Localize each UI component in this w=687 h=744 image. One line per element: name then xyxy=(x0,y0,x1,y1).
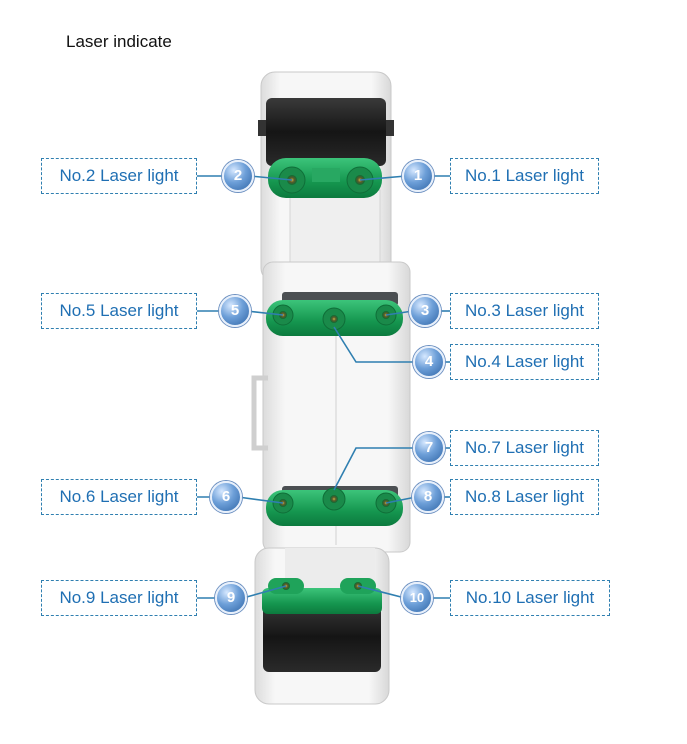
bottom-arm xyxy=(254,547,390,705)
badge-7: 7 xyxy=(413,432,445,464)
badge-10: 10 xyxy=(401,582,433,614)
badge-3: 3 xyxy=(409,295,441,327)
label-laser-1: No.1 Laser light xyxy=(450,158,599,194)
label-laser-2: No.2 Laser light xyxy=(41,158,197,194)
label-laser-5: No.5 Laser light xyxy=(41,293,197,329)
badge-9: 9 xyxy=(215,582,247,614)
label-laser-8: No.8 Laser light xyxy=(450,479,599,515)
badge-2: 2 xyxy=(222,160,254,192)
label-laser-7: No.7 Laser light xyxy=(450,430,599,466)
badge-8: 8 xyxy=(412,481,444,513)
badge-5: 5 xyxy=(219,295,251,327)
badge-6: 6 xyxy=(210,481,242,513)
label-laser-6: No.6 Laser light xyxy=(41,479,197,515)
diagram-title: Laser indicate xyxy=(66,32,172,51)
module-lower-middle xyxy=(266,487,403,526)
label-laser-10: No.10 Laser light xyxy=(450,580,610,616)
label-laser-3: No.3 Laser light xyxy=(450,293,599,329)
badge-1: 1 xyxy=(402,160,434,192)
badge-4: 4 xyxy=(413,346,445,378)
module-upper-middle xyxy=(266,300,403,336)
connector-lines xyxy=(197,175,450,599)
label-laser-9: No.9 Laser light xyxy=(41,580,197,616)
label-laser-4: No.4 Laser light xyxy=(450,344,599,380)
module-top xyxy=(268,158,382,198)
